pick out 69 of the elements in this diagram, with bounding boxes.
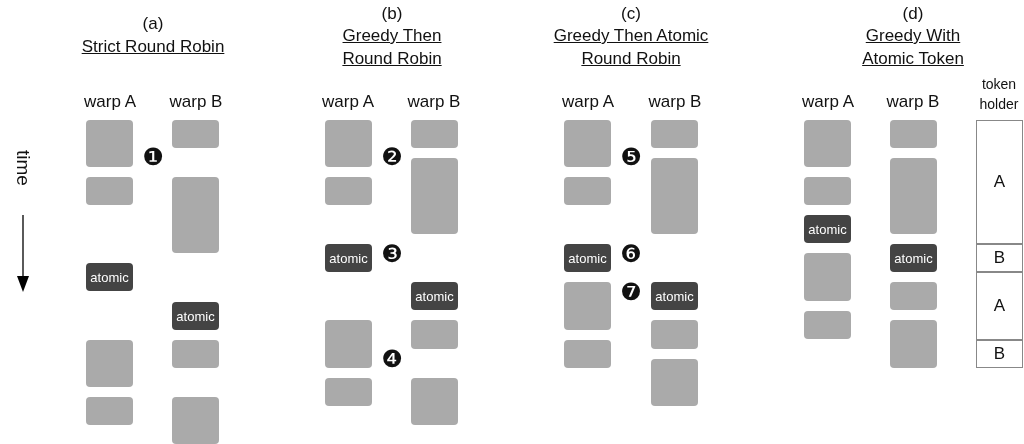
instruction-block — [172, 340, 219, 368]
instruction-block — [564, 340, 611, 368]
instruction-block — [172, 177, 219, 253]
column-header: warp A — [84, 91, 136, 113]
instruction-block — [890, 120, 937, 148]
instruction-block — [804, 120, 851, 167]
atomic-instruction-block: atomic — [564, 244, 611, 272]
atomic-instruction-block: atomic — [325, 244, 372, 272]
callout-number: ❺ — [620, 144, 642, 170]
token-holder-cell: A — [976, 120, 1023, 244]
instruction-block — [86, 340, 133, 387]
instruction-block — [564, 177, 611, 205]
panel-title: Greedy Then Atomic Round Robin — [552, 25, 710, 70]
panel-label: (b) — [381, 3, 403, 25]
instruction-block — [86, 177, 133, 205]
panel-title: Greedy Then Round Robin — [341, 25, 443, 70]
column-header: warp B — [407, 91, 461, 113]
column-header: warp B — [886, 91, 940, 113]
column-header: warp B — [169, 91, 223, 113]
atomic-instruction-block: atomic — [890, 244, 937, 272]
callout-number: ❹ — [381, 346, 403, 372]
axis-label: time — [13, 150, 33, 186]
instruction-block — [804, 311, 851, 339]
instruction-block — [411, 120, 458, 148]
token-holder-cell: B — [976, 244, 1023, 272]
instruction-block — [172, 397, 219, 444]
instruction-block — [411, 320, 458, 349]
instruction-block — [86, 120, 133, 167]
column-header: warp A — [562, 91, 614, 113]
column-header: warp A — [322, 91, 374, 113]
instruction-block — [651, 158, 698, 234]
instruction-block — [411, 158, 458, 234]
column-header: token holder — [978, 75, 1020, 114]
token-holder-cell: B — [976, 340, 1023, 368]
panel-label: (a) — [142, 13, 164, 35]
instruction-block — [325, 120, 372, 167]
callout-number: ❸ — [381, 241, 403, 267]
instruction-block — [564, 120, 611, 167]
instruction-block — [411, 378, 458, 425]
instruction-block — [890, 282, 937, 310]
instruction-block — [86, 397, 133, 425]
panel-title: Strict Round Robin — [81, 36, 225, 58]
atomic-instruction-block: atomic — [804, 215, 851, 243]
panel-label: (c) — [621, 3, 641, 25]
instruction-block — [804, 253, 851, 301]
panel-label: (d) — [902, 3, 924, 25]
callout-number: ❶ — [142, 144, 164, 170]
atomic-instruction-block: atomic — [411, 282, 458, 310]
instruction-block — [651, 320, 698, 349]
callout-number: ❻ — [620, 241, 642, 267]
instruction-block — [325, 177, 372, 205]
callout-number: ❷ — [381, 144, 403, 170]
column-header: warp B — [648, 91, 702, 113]
instruction-block — [325, 378, 372, 406]
instruction-block — [172, 120, 219, 148]
column-header: warp A — [802, 91, 854, 113]
atomic-instruction-block: atomic — [172, 302, 219, 330]
callout-number: ❼ — [620, 279, 642, 305]
token-holder-cell: A — [976, 272, 1023, 340]
instruction-block — [651, 120, 698, 148]
instruction-block — [564, 282, 611, 330]
instruction-block — [890, 158, 937, 234]
atomic-instruction-block: atomic — [86, 263, 133, 291]
instruction-block — [804, 177, 851, 205]
instruction-block — [325, 320, 372, 368]
instruction-block — [890, 320, 937, 368]
panel-title: Greedy With Atomic Token — [861, 25, 965, 70]
instruction-block — [651, 359, 698, 406]
atomic-instruction-block: atomic — [651, 282, 698, 310]
